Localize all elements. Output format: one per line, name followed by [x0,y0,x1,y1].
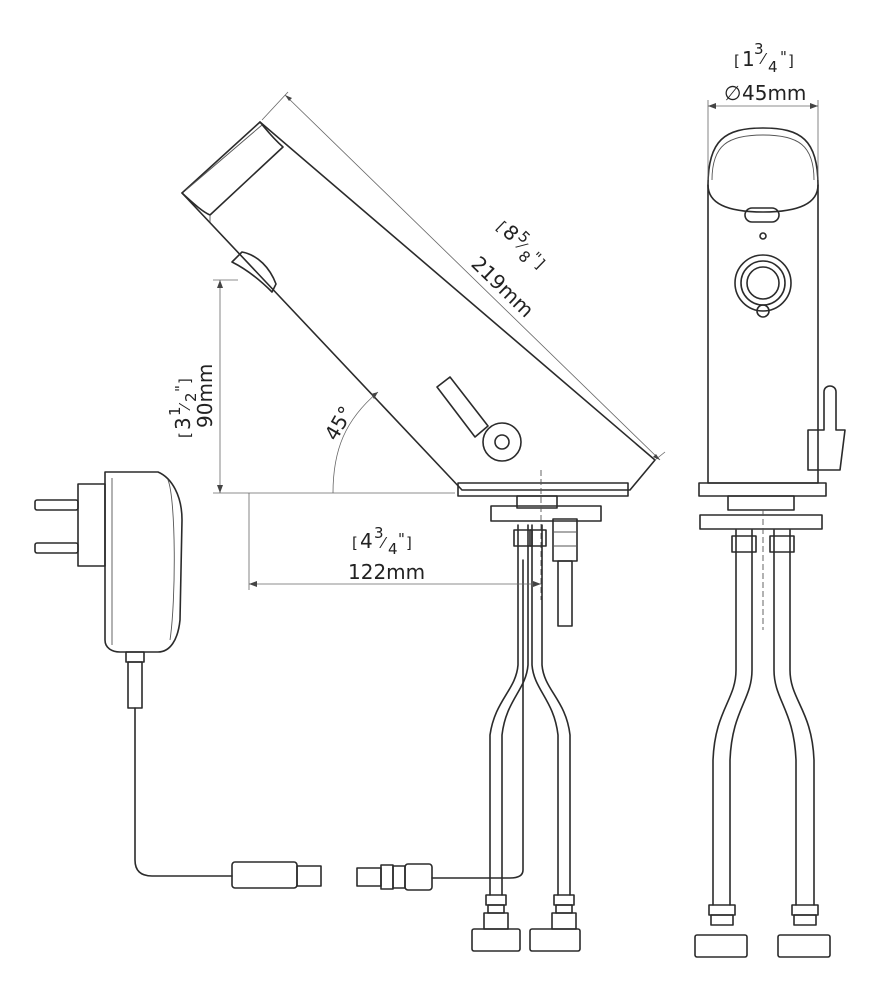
height-mm: 90mm [193,364,217,428]
sensor-window [231,251,277,293]
dimension-angle: 45° [320,391,379,494]
diameter-symbol: ∅ [724,81,741,105]
svg-text:⁄: ⁄ [759,50,768,68]
power-adapter [34,471,322,889]
adapter-connector-female [231,861,298,889]
height-inch-den: 2 [182,392,200,402]
faucet-side-view [181,121,656,952]
svg-text:[: [ [734,52,740,70]
faucet-front-view [694,127,846,958]
dimension-height: 90mm [ 3 1 ⁄ 2 " ] [166,279,455,494]
angle-label: 45° [320,402,359,445]
diameter-inch-num: 3 [754,40,764,58]
reach-inch-num: 3 [374,524,384,542]
sensor-connector-male [356,863,433,891]
lever-knob [482,422,522,462]
front-side-lever [807,385,846,471]
adapter-cable [134,707,233,877]
height-inch-num: 1 [166,406,184,416]
adapter-pin-bottom [34,542,79,554]
svg-text:]: ] [406,534,412,552]
adapter-pin-top [34,499,79,511]
height-inch-mark: " [172,385,190,392]
dimension-diameter: ∅ 45mm [ 1 3 ⁄ 4 " ] [707,40,819,180]
spout-length-mm: 219mm [467,251,539,322]
reach-inch-whole: 4 [360,529,373,553]
diameter-inch-den: 4 [768,58,778,76]
threaded-stud [552,518,578,562]
supply-hoses [489,524,571,896]
adapter-plug-block [77,483,106,567]
front-sensor-window [744,207,780,223]
spout-body [181,121,656,491]
svg-text:]: ] [788,52,794,70]
front-base-plate [698,482,827,497]
mounting-washer [490,505,602,522]
reach-mm: 122mm [348,560,425,584]
diameter-inch-whole: 1 [742,47,755,71]
adapter-body [104,471,183,653]
front-lever-knob [734,254,792,312]
hose-fittings [471,894,581,952]
sensor-cable [431,559,524,879]
lever-slot [436,376,489,438]
reach-inch-den: 4 [388,540,398,558]
height-inch-whole: 3 [171,417,195,430]
diameter-inch-mark: " [780,48,787,66]
svg-text:⁄: ⁄ [379,534,388,552]
dimension-spout-length: 219mm [ 8 5 ⁄ 8 " ] [261,91,666,461]
dimension-reach: 122mm [ 4 3 ⁄ 4 " ] [248,493,541,590]
front-spout-top [707,127,819,213]
svg-text:]: ] [176,378,194,384]
svg-text:[: [ [176,432,194,438]
reach-inch-mark: " [398,530,405,548]
adapter-strain-relief [127,661,143,709]
diameter-mm: 45mm [742,81,806,105]
spout-end-face [181,121,284,216]
svg-text:[: [ [352,534,358,552]
svg-text:⁄: ⁄ [176,402,194,411]
front-body [707,184,819,484]
